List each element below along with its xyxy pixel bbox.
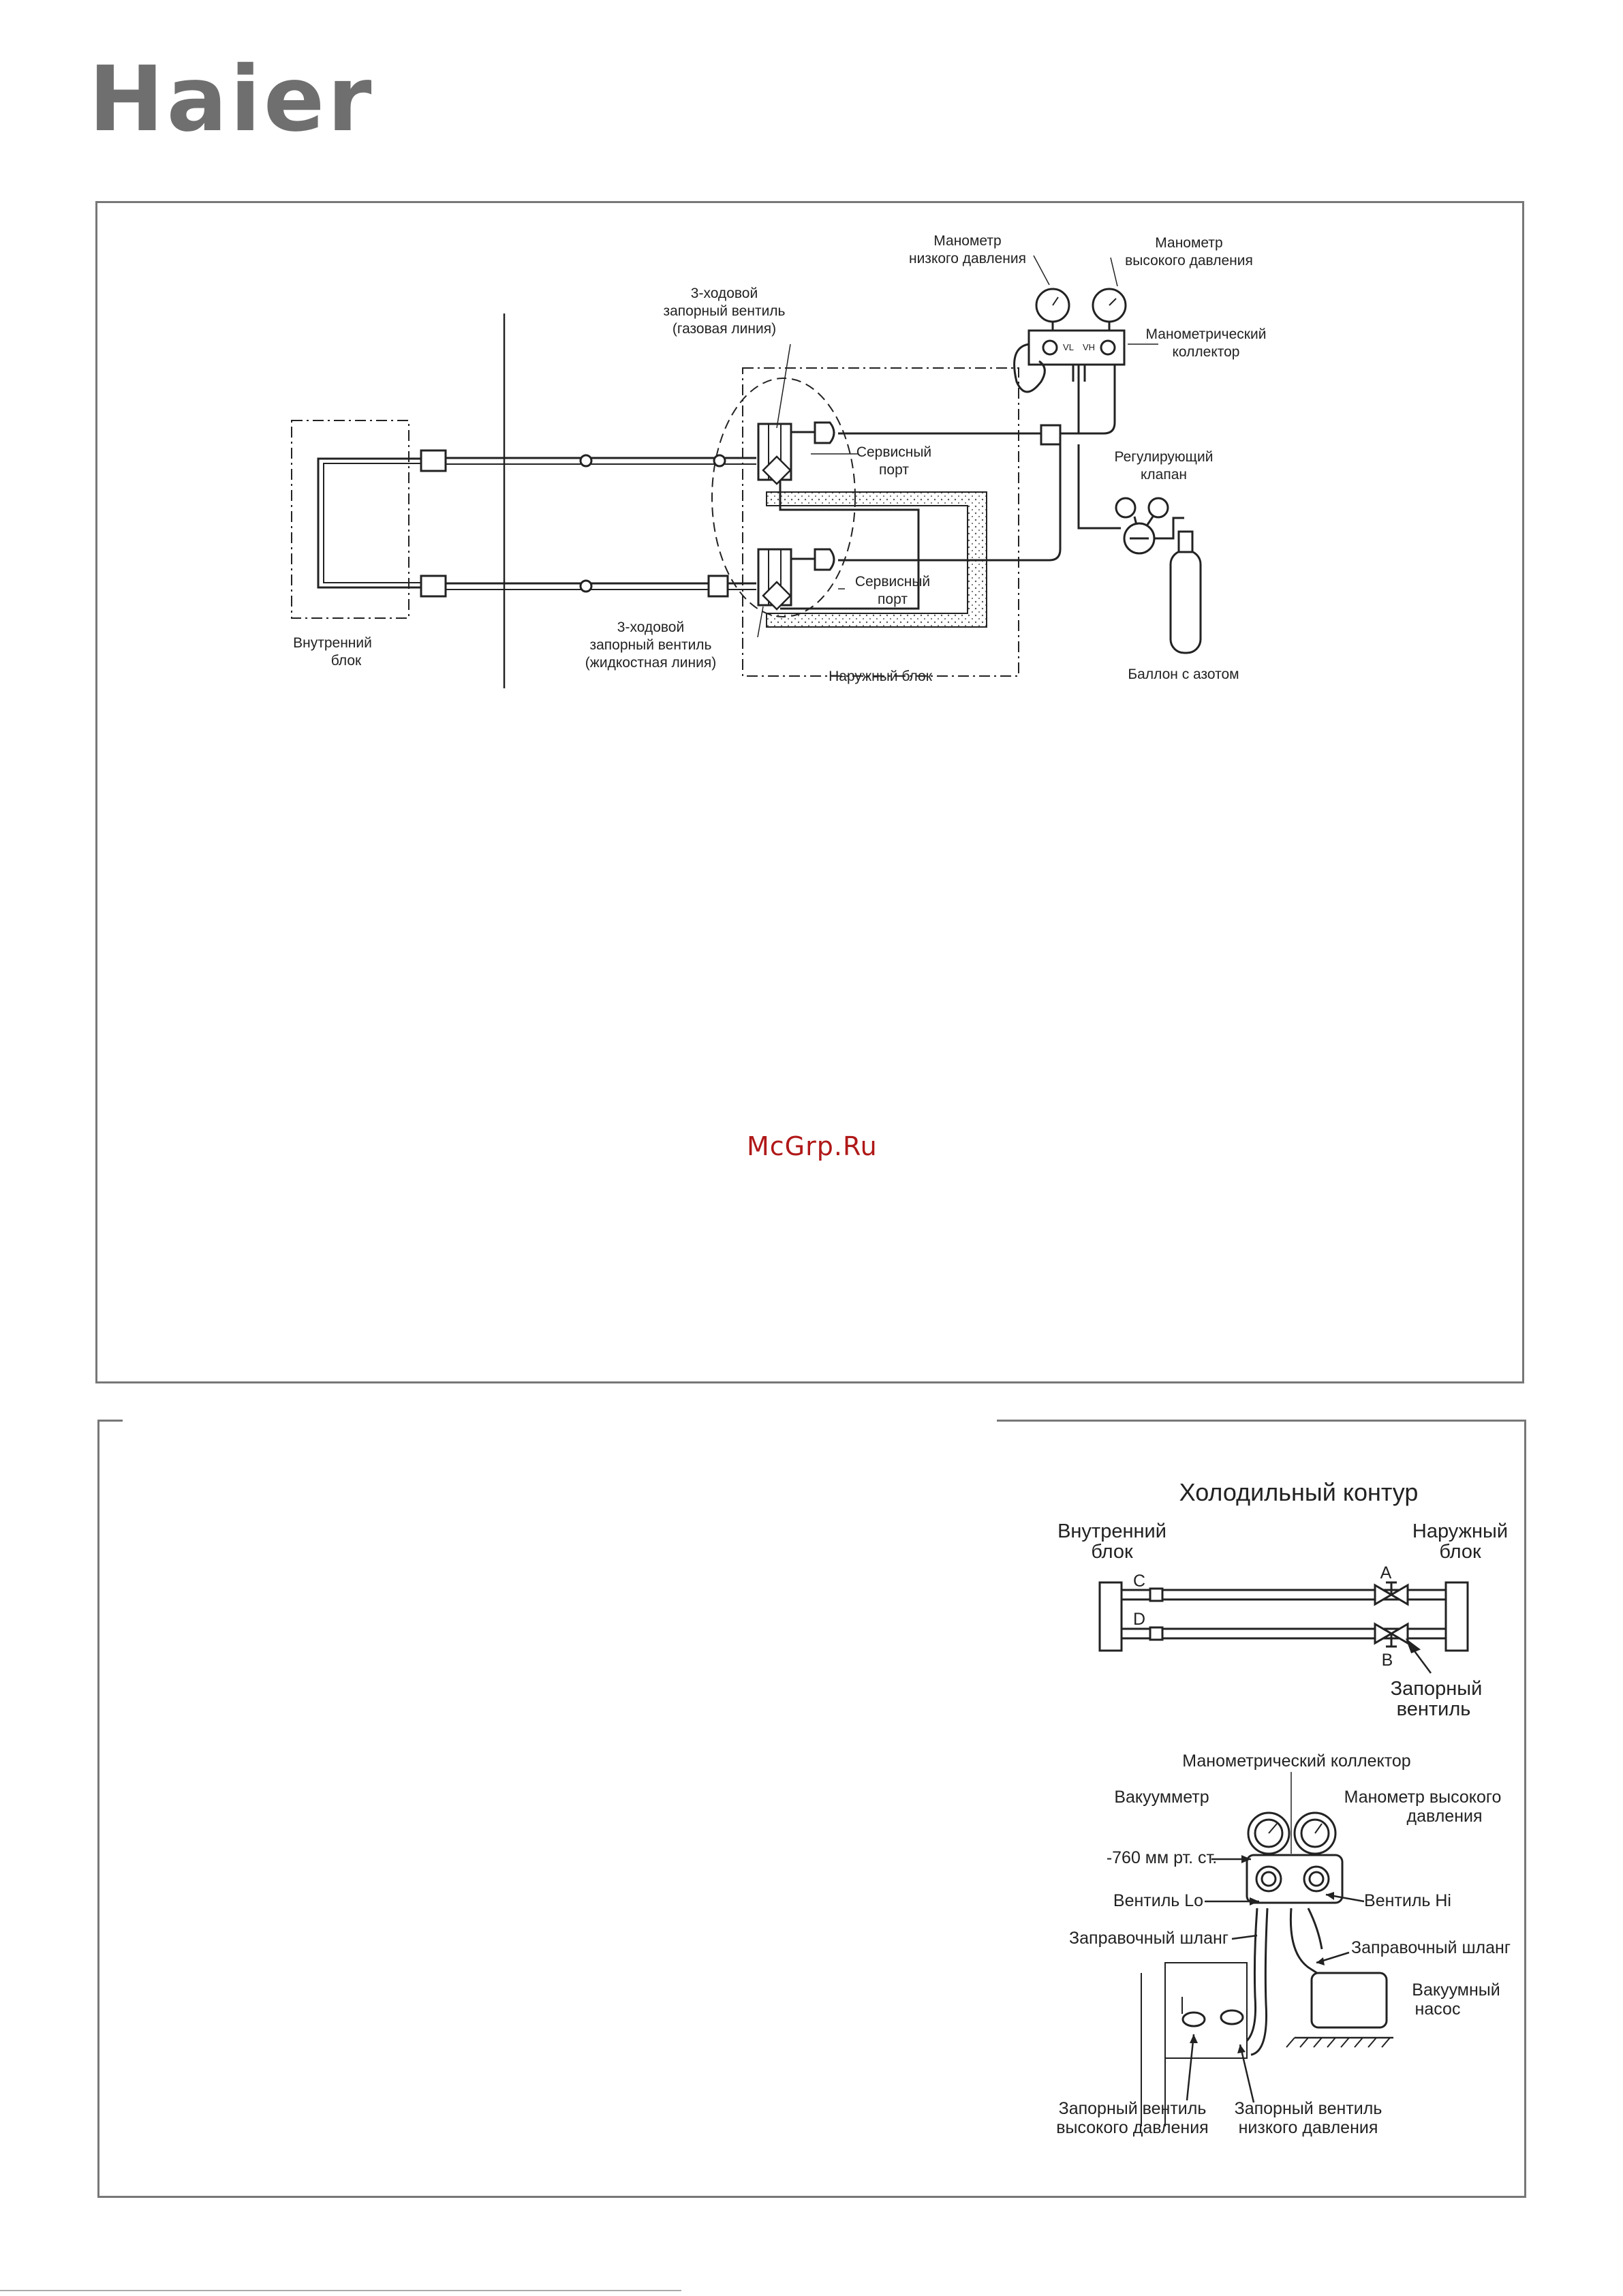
circuit-point-a: A [1380,1563,1392,1582]
service-port-2-label-1: Сервисный [855,574,930,590]
vacuum-reading: -760 мм рт. ст. [1107,1848,1217,1867]
gauge-low-label-1: Манометр [933,233,1001,249]
regulator-label-2: клапан [1141,467,1187,483]
manifold-vl: VL [1063,342,1074,352]
circuit-point-d: D [1133,1610,1145,1629]
gauge-high-label-2: высокого давления [1125,253,1253,269]
indoor-loop [317,457,422,589]
lp-valve-label-2: низкого давления [1239,2118,1378,2137]
gas-valve-label-1: 3-ходовой [691,286,758,301]
hp-valve-label-1: Запорный вентиль [1059,2099,1207,2118]
flare-nut [707,575,729,598]
service-port-gas [814,421,835,444]
vacuum-gauge-label: Вакуумметр [1114,1788,1209,1807]
gas-valve-label-3: (газовая линия) [673,321,776,337]
circuit-indoor-label-1: Внутренний [1057,1520,1166,1542]
vacuum-manifold-label: Манометрический коллектор [1182,1751,1410,1771]
indoor-loop-inner [323,463,422,583]
indoor-label-2: блок [331,653,362,669]
bottom-figure-frame [97,1420,1526,2198]
circuit-point-b: B [1382,1651,1393,1670]
regulator-label-1: Регулирующий [1115,449,1214,465]
hp-gauge-label-2: давления [1407,1807,1483,1826]
manifold-label-2: коллектор [1173,344,1240,360]
circuit-title: Холодильный контур [1179,1478,1419,1506]
service-port-1-label-2: порт [879,462,909,478]
hose-left-label: Заправочный шланг [1069,1929,1228,1948]
circuit-outdoor-unit [1444,1581,1469,1652]
circuit-point-c: C [1133,1572,1145,1591]
brand-logo: Haier [89,47,375,152]
gas-valve-label-2: запорный вентиль [663,303,785,319]
frame-top-edge-right [997,1420,1526,1422]
hose-right-label: Заправочный шланг [1351,1938,1511,1957]
circuit-outdoor-label-2: блок [1439,1541,1481,1563]
vacuum-pump [1310,1972,1388,2029]
bottom-rule [0,2290,681,2291]
liquid-valve-label-1: 3-ходовой [617,619,684,635]
indoor-label-1: Внутренний [293,635,372,651]
manifold-label-1: Манометрический [1146,326,1267,342]
insulation [766,491,987,628]
top-figure-frame [95,201,1524,1383]
liquid-valve-label-3: (жидкостная линия) [585,655,716,671]
tee-joint [1040,424,1062,446]
vacuum-pump-label-2: насос [1415,2000,1461,2019]
outdoor-label: Наружный блок [829,669,933,684]
vacuum-pump-label-1: Вакуумный [1412,1980,1500,2000]
pipe-joint [713,454,726,468]
liquid-valve-label-2: запорный вентиль [589,637,711,653]
flare-nut-indoor-gas [420,449,447,472]
circuit-outdoor-label-1: Наружный [1412,1520,1508,1542]
vacuum-diagram [1141,1772,1393,2126]
nitrogen-cylinder [1169,549,1202,654]
circuit-indoor-unit [1098,1581,1123,1652]
lp-valve-label-1: Запорный вентиль [1235,2099,1382,2118]
service-port-1-label-1: Сервисный [856,444,931,460]
hp-gauge-label-1: Манометр высокого [1344,1788,1502,1807]
circuit-indoor-label-2: блок [1091,1541,1133,1563]
nitrogen-pressure-test-diagram [291,255,1202,688]
valve-lo-label: Вентиль Lo [1113,1891,1203,1910]
gauge-high-label-1: Манометр [1155,235,1222,251]
manifold-vh: VH [1083,342,1095,352]
circuit-valve-label-2: вентиль [1397,1698,1471,1720]
indoor-unit-box [291,420,409,619]
circuit-valve-label-1: Запорный [1391,1678,1483,1700]
nitrogen-label: Баллон с азотом [1128,667,1239,682]
pipe-joint [579,579,593,593]
refrigerant-circuit-diagram [1098,1581,1469,1674]
flare-nut-indoor-liquid [420,575,447,598]
gauge-low-label-2: низкого давления [909,251,1026,266]
valve-hi-label: Вентиль Hi [1364,1891,1451,1910]
service-port-liquid [814,548,835,571]
outdoor-unit-box [742,367,1019,677]
pipe-joint [579,454,593,468]
hp-valve-label-2: высокого давления [1056,2118,1208,2137]
service-port-2-label-2: порт [878,592,908,607]
watermark: McGrp.Ru [747,1131,878,1161]
frame-top-edge-left [97,1420,123,1422]
